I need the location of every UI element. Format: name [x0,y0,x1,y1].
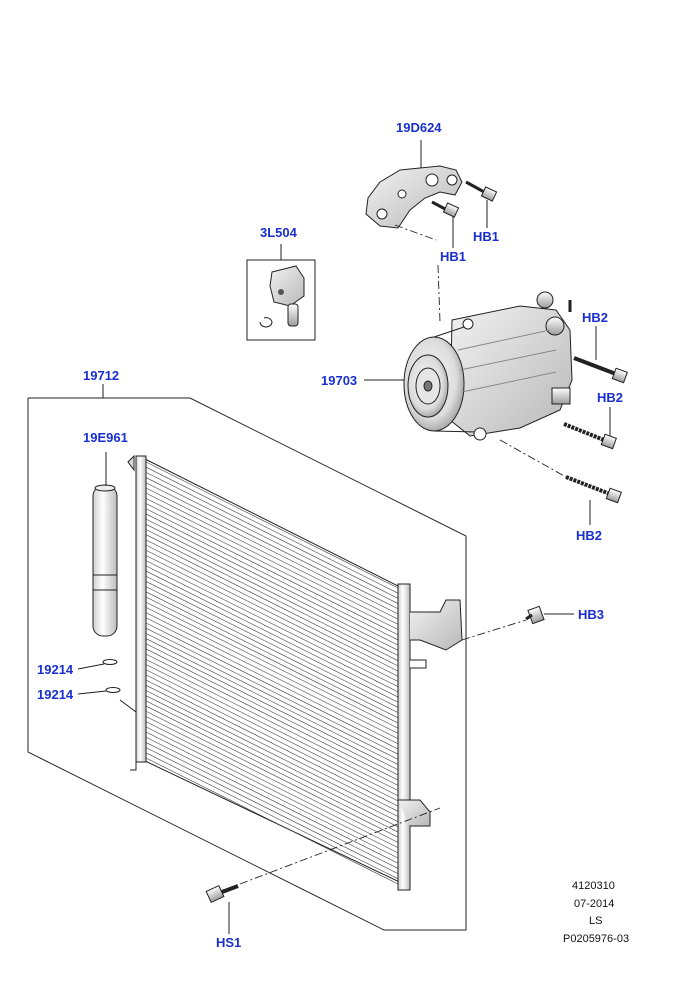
bolt-hb2-lower [565,475,622,504]
condenser-fin [145,534,399,661]
condenser-fin [145,539,399,667]
condenser-fin [145,498,399,625]
assembly-line-bracket [394,224,437,241]
condenser-fin [145,570,399,698]
condenser-fin [145,466,399,594]
condenser-fin [145,524,399,651]
condenser-fin [145,695,399,822]
condenser-fin [145,731,399,859]
callout-19d624[interactable]: 19D624 [396,120,442,135]
condenser-fin [145,690,399,817]
condenser-fin [145,617,399,745]
assembly-line-hs1 [239,807,441,885]
condenser-fin [145,700,399,828]
bolt-hb2-middle [563,422,617,450]
callout-hb2-middle[interactable]: HB2 [597,390,624,405]
condenser-fin [145,716,399,843]
callout-19214-upper[interactable]: 19214 [37,662,74,677]
condenser-fin [145,736,399,864]
condenser-fin [145,565,399,693]
callout-hb3[interactable]: HB3 [578,607,605,622]
callout-hb1-lower[interactable]: HB1 [440,249,467,264]
condenser-fin [145,757,399,885]
condenser-fin [145,752,399,880]
condenser-fin [145,726,399,854]
condenser-fin [145,653,399,781]
condenser-fin [145,659,399,786]
condenser-fin [145,550,399,677]
compressor-19703 [403,291,573,441]
callout-3l504[interactable]: 3L504 [260,225,297,240]
condenser-fin [145,664,399,791]
condenser-fin [145,508,399,636]
callout-19e961[interactable]: 19E961 [83,430,128,445]
condenser-fin [145,518,399,646]
callout-hb2-upper[interactable]: HB2 [582,310,609,325]
condenser-fin [145,581,399,708]
leader-oring-lower [77,690,107,695]
condenser-fin [145,742,399,869]
condenser-fin [145,596,399,724]
bolt-hs1 [205,884,239,904]
footer-part-number: P0205976-03 [563,933,630,945]
condenser-fin [145,747,399,874]
condenser-fin [145,669,399,796]
condenser-fin [145,503,399,630]
condenser-fin [145,513,399,641]
condenser-fin [145,575,399,703]
condenser-fin [145,622,399,750]
connector-3l504 [246,259,316,341]
condenser-fin [145,685,399,812]
leader-oring-upper [77,663,105,670]
condenser-fin [145,472,399,599]
callout-19712[interactable]: 19712 [83,368,120,383]
condenser-fin [145,633,399,760]
callout-19214-lower[interactable]: 19214 [37,687,74,702]
condenser-core [119,454,463,891]
callout-19703[interactable]: 19703 [321,373,358,388]
condenser-fin [145,492,399,620]
footer-ref-number: 4120310 [572,880,615,892]
condenser-fin [145,710,399,838]
condenser-fin [145,705,399,833]
footer-code: LS [589,915,603,927]
footer-date: 07-2014 [574,898,615,910]
condenser-fin [145,529,399,656]
bolt-hb1-left [431,200,460,218]
condenser-fin [145,607,399,734]
bolt-hb3 [525,605,545,625]
condenser-fin [145,612,399,739]
condenser-fin [145,461,399,589]
bracket-19d624 [365,165,463,229]
condenser-fin [145,643,399,771]
condenser-fin [145,477,399,604]
condenser-fin [145,601,399,729]
condenser-fin [145,648,399,776]
condenser-fin [145,721,399,848]
condenser-outline [27,397,467,931]
callout-hs1[interactable]: HS1 [216,935,242,950]
condenser-fin [145,560,399,687]
condenser-fin [145,591,399,719]
condenser-fin [145,674,399,802]
assembly-line-hb2 [499,439,567,478]
assembly-line-hb3 [461,619,527,641]
callout-hb2-lower[interactable]: HB2 [576,528,603,543]
bolt-hb2-upper [573,356,628,384]
condenser-fin [145,487,399,615]
condenser-fin [145,555,399,682]
condenser-fin [145,482,399,610]
condenser-fin [145,679,399,807]
callout-hb1-upper[interactable]: HB1 [473,229,500,244]
condenser-fin [145,638,399,765]
condenser-fin [145,544,399,672]
condenser-fin [145,627,399,755]
assembly-line-bracket-vertical [437,264,441,323]
bolt-hb1-right [465,180,498,202]
receiver-drier-19e961 [92,484,121,693]
condenser-fin [145,586,399,713]
